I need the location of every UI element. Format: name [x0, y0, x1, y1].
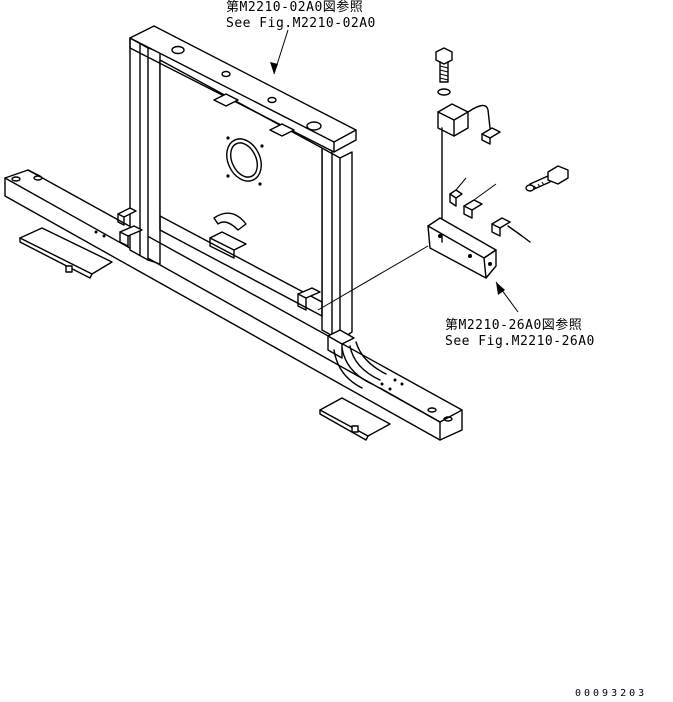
callout-top-jp: 第M2210-02A0図参照	[226, 0, 364, 15]
callout-top-en: See Fig.M2210-02A0	[226, 16, 376, 31]
callout-right-jp: 第M2210-26A0図参照	[445, 318, 583, 333]
drawing-number: 00093203	[575, 688, 648, 699]
leader-arrow-top	[270, 29, 289, 75]
mounting-bracket	[427, 217, 497, 279]
frame-brackets	[117, 93, 321, 311]
relay-with-wire	[437, 103, 501, 243]
assembly-line	[317, 245, 429, 311]
leader-arrow-right	[495, 281, 519, 313]
cable-harness	[327, 329, 387, 389]
base-crossbeam	[4, 169, 463, 441]
connectors	[449, 177, 531, 243]
bolt-top	[435, 47, 453, 96]
mounting-pad-left	[19, 227, 113, 279]
mounting-pad-right	[319, 397, 391, 441]
frame-right-post	[321, 147, 353, 341]
bolt-right	[525, 165, 569, 192]
callout-right-en: See Fig.M2210-26A0	[445, 334, 595, 349]
